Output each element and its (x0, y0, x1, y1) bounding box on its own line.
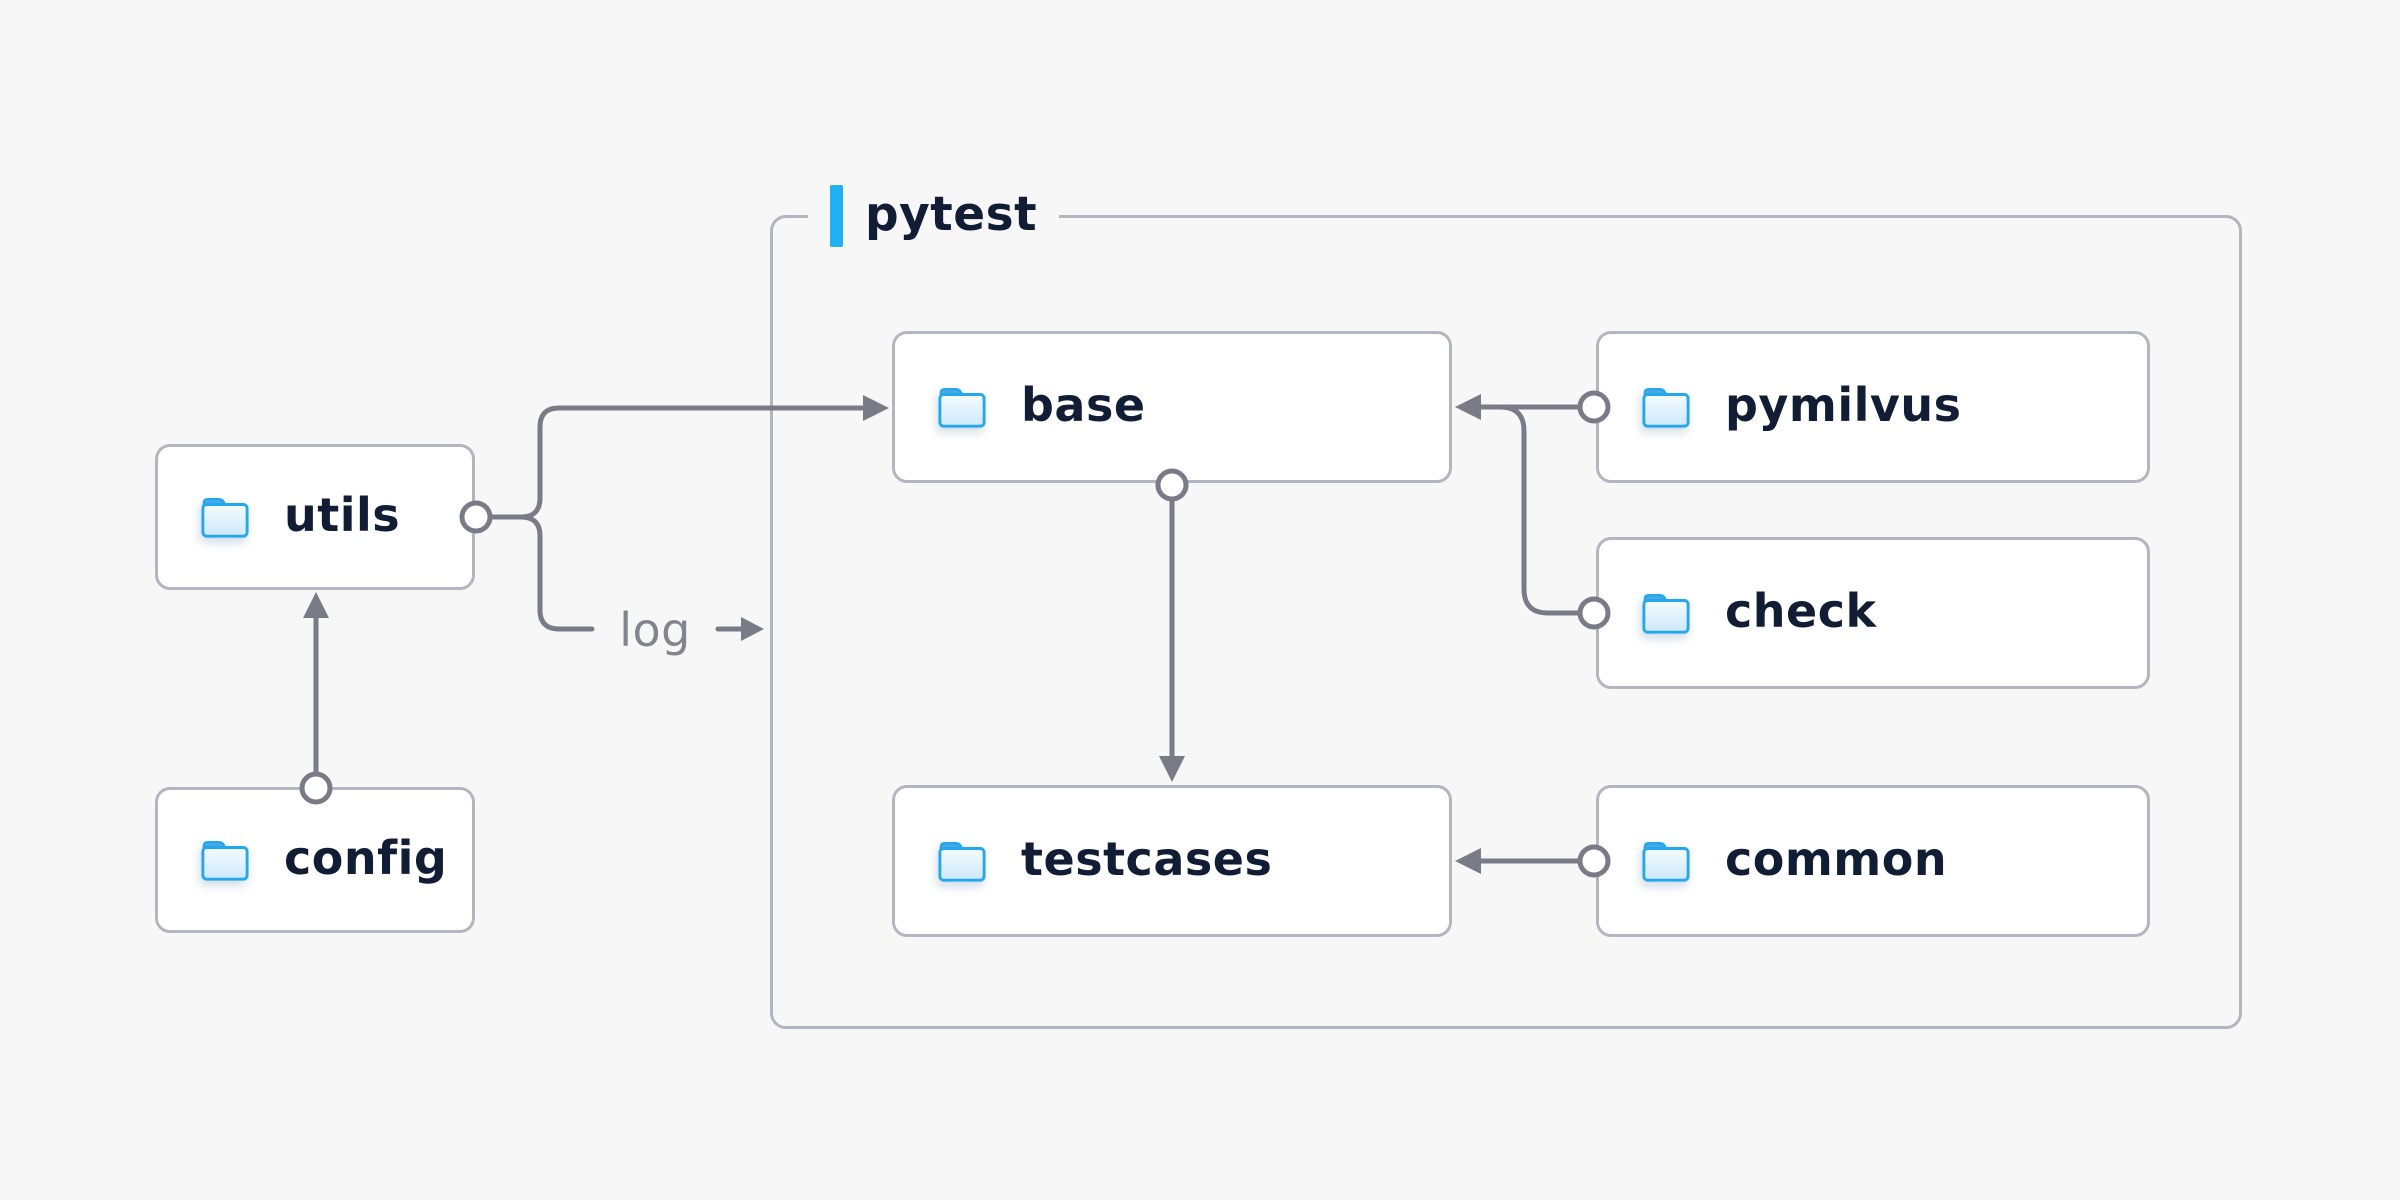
pytest-group-box (770, 215, 2242, 1029)
node-utils: utils (155, 444, 475, 590)
arrowhead-into-utils (303, 592, 329, 618)
node-label: common (1725, 832, 1948, 886)
group-title: pytest (865, 186, 1038, 242)
node-testcases: testcases (892, 785, 1452, 937)
node-check: check (1596, 537, 2150, 689)
folder-icon (201, 841, 249, 881)
node-label: testcases (1021, 832, 1273, 886)
edge-utils-log (518, 514, 595, 632)
accent-bar (830, 185, 843, 247)
node-label: pymilvus (1725, 378, 1962, 432)
pytest-group-label: pytest (808, 180, 1060, 252)
edge-label-log: log (619, 603, 691, 657)
folder-icon (1642, 842, 1690, 882)
node-common: common (1596, 785, 2150, 937)
node-config: config (155, 787, 475, 933)
arrowhead-log (741, 617, 764, 641)
folder-icon (938, 388, 986, 428)
folder-icon (1642, 594, 1690, 634)
folder-icon (201, 498, 249, 538)
node-label: base (1021, 378, 1146, 432)
node-pymilvus: pymilvus (1596, 331, 2150, 483)
node-label: utils (284, 488, 401, 542)
node-base: base (892, 331, 1452, 483)
node-label: config (284, 831, 448, 885)
folder-icon (938, 842, 986, 882)
folder-icon (1642, 388, 1690, 428)
node-label: check (1725, 584, 1877, 638)
